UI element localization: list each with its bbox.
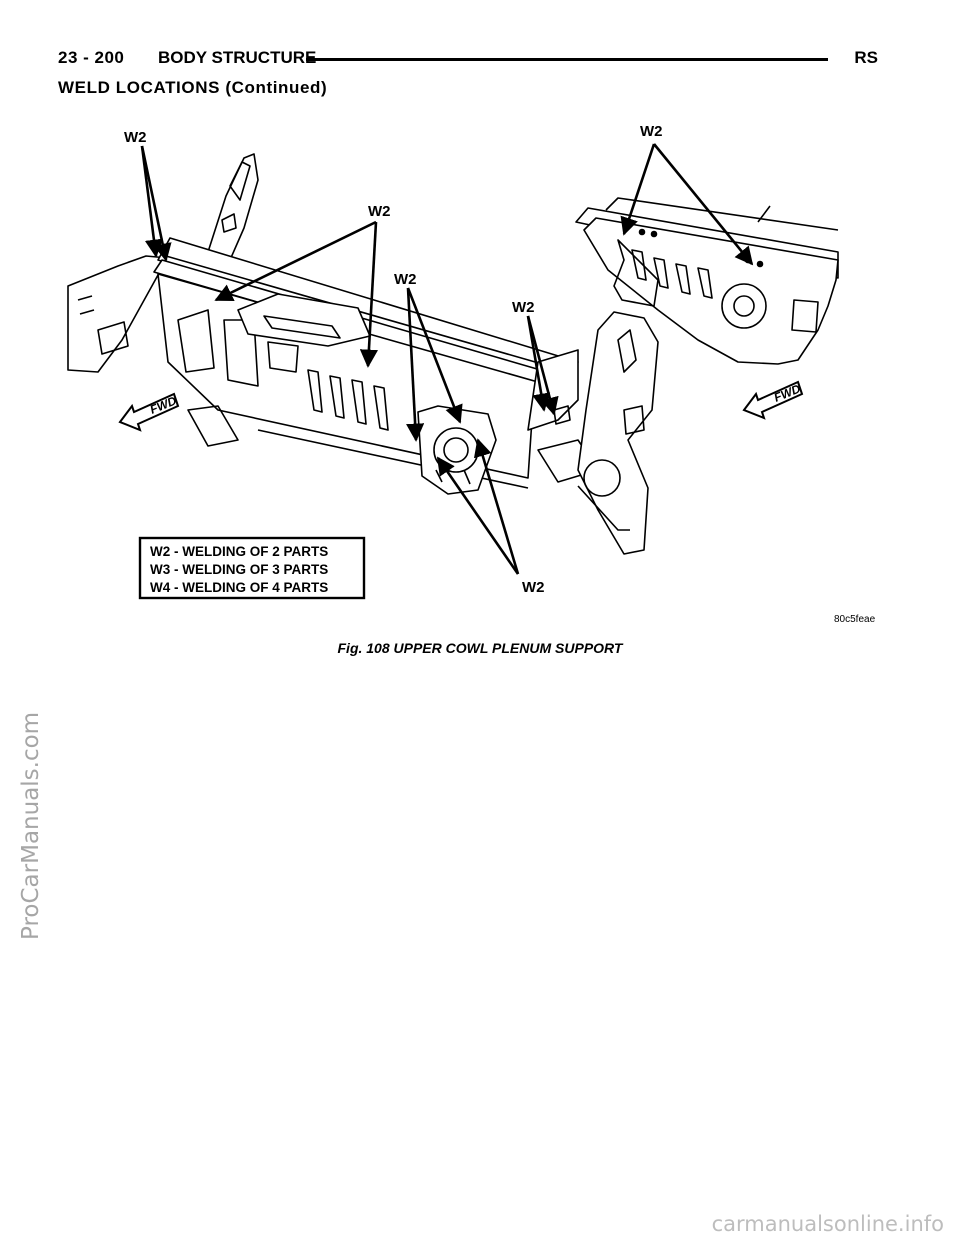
main-cowl-assembly <box>67 153 659 555</box>
section-title: BODY STRUCTURE <box>158 48 317 67</box>
section-subheading: WELD LOCATIONS (Continued) <box>58 78 328 97</box>
model-code: RS <box>854 48 878 67</box>
detail-inset <box>575 197 839 365</box>
side-watermark: ProCarManuals.com <box>18 712 58 970</box>
fwd-arrow-left: FWD <box>118 392 180 432</box>
figure-image-code: 80c5feae <box>834 614 876 625</box>
weld-callout-leaders <box>140 143 754 575</box>
weld-legend-box: W2 - WELDING OF 2 PARTS W3 - WELDING OF … <box>138 536 366 600</box>
header-rule <box>306 58 828 61</box>
page-header: 23 - 200 BODY STRUCTURE RS <box>58 44 878 72</box>
weld-location-figure: FWD FWD W2 W2 W2 W2 W2 W2 <box>58 110 888 630</box>
legend-line-w3: W3 - WELDING OF 3 PARTS <box>150 562 328 577</box>
weld-callout-1: W2 <box>124 129 147 146</box>
weld-callout-3: W2 <box>394 271 417 288</box>
weld-callout-6: W2 <box>522 579 545 596</box>
legend-line-w4: W4 - WELDING OF 4 PARTS <box>150 580 328 595</box>
weld-callout-2: W2 <box>368 203 391 220</box>
fwd-arrow-right: FWD <box>742 380 804 420</box>
page-number: 23 - 200 <box>58 48 125 67</box>
figure-caption: Fig. 108 UPPER COWL PLENUM SUPPORT <box>337 640 623 656</box>
bottom-watermark: carmanualsonline.info <box>711 1212 944 1236</box>
weld-callout-5: W2 <box>640 123 663 140</box>
cowl-plenum-illustration: FWD FWD W2 W2 W2 W2 W2 W2 <box>67 123 876 625</box>
weld-callout-4: W2 <box>512 299 535 316</box>
side-watermark-text: ProCarManuals.com <box>18 711 44 940</box>
legend-line-w2: W2 - WELDING OF 2 PARTS <box>150 544 328 559</box>
